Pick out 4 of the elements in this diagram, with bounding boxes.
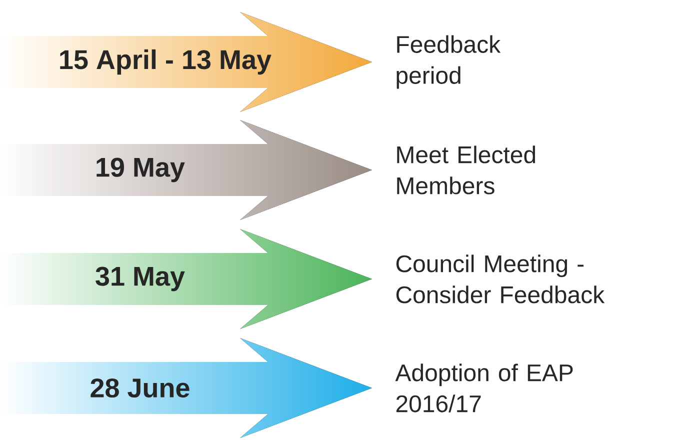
description-text: Meet Elected Members [397, 146, 536, 194]
description-text: Council Meeting - Consider Feedback [396, 254, 605, 304]
description-text: Feedback period [396, 35, 501, 89]
description-text: Adoption of EAP 2016/17 [395, 364, 573, 412]
